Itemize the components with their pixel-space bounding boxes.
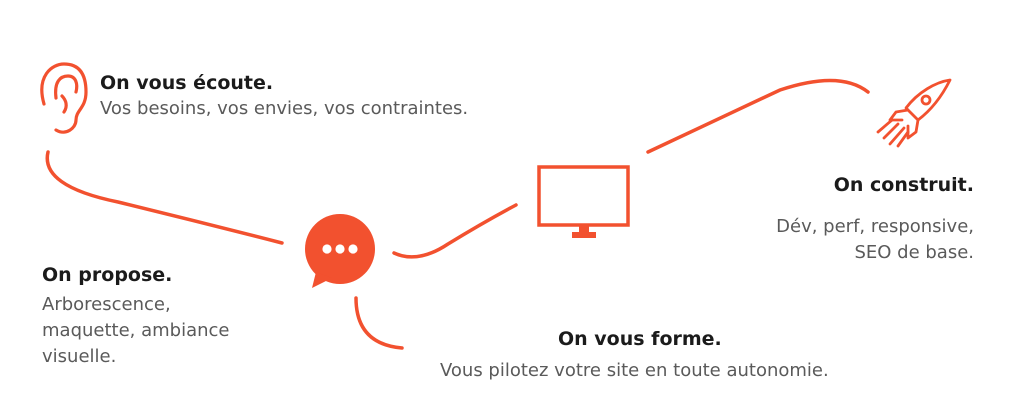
step-build-text-line: SEO de base. xyxy=(854,242,974,263)
connector-ear-to-chat xyxy=(45,150,284,245)
step-propose: On propose. Arborescence, maquette, ambi… xyxy=(42,262,292,370)
step-propose-text-line: maquette, ambiance xyxy=(42,320,230,341)
step-build-text-line: Dév, perf, responsive, xyxy=(776,216,974,237)
step-propose-text-line: visuelle. xyxy=(42,346,117,367)
step-listen: On vous écoute. Vos besoins, vos envies,… xyxy=(100,70,468,122)
rocket-icon xyxy=(876,78,952,148)
step-train-title: On vous forme. xyxy=(558,328,722,350)
connector-chat-to-train xyxy=(354,296,404,350)
step-propose-text: Arborescence, maquette, ambiance visuell… xyxy=(42,292,292,370)
step-listen-text: Vos besoins, vos envies, vos contraintes… xyxy=(100,98,469,119)
step-build-title: On construit. xyxy=(833,174,974,196)
connector-chat-to-monitor xyxy=(392,203,518,259)
step-build: On construit. Dév, perf, responsive, SEO… xyxy=(776,172,974,266)
step-propose-title: On propose. xyxy=(42,264,173,286)
step-build-text: Dév, perf, responsive, SEO de base. xyxy=(776,214,974,266)
chat-bubble-icon xyxy=(305,214,375,288)
step-listen-title: On vous écoute. xyxy=(100,72,274,94)
step-train: On vous forme. Vous pilotez votre site e… xyxy=(440,326,920,384)
connector-monitor-to-rocket xyxy=(646,78,870,154)
step-train-text: Vous pilotez votre site en toute autonom… xyxy=(440,360,829,381)
ear-icon xyxy=(40,62,88,134)
step-propose-text-line: Arborescence, xyxy=(42,294,171,315)
monitor-icon xyxy=(537,165,630,238)
